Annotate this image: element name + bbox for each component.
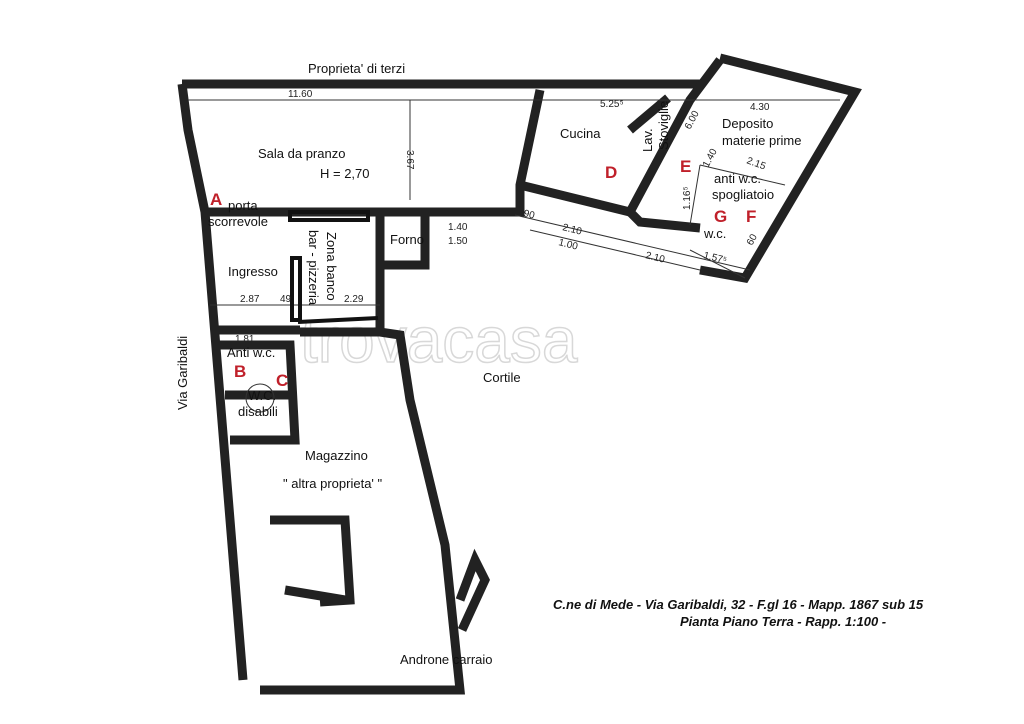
dim: 60	[745, 232, 760, 247]
markers: A B C D E F G	[210, 157, 756, 390]
dim: 5.25⁵	[600, 99, 624, 110]
caption-line-2: Pianta Piano Terra - Rapp. 1:100 -	[680, 614, 886, 629]
label-anti-wc: Anti w.c.	[227, 345, 275, 360]
dim: 1.81	[235, 334, 255, 345]
dim: 49	[280, 294, 292, 305]
label-disabili: disabili	[238, 404, 278, 419]
marker-f: F	[746, 207, 756, 226]
label-cucina: Cucina	[560, 126, 601, 141]
label-wc-disabili: W.C.	[248, 388, 276, 403]
marker-a: A	[210, 190, 222, 209]
dim: 2.29	[344, 294, 364, 305]
dim: 2.87	[240, 294, 260, 305]
walls	[177, 53, 862, 695]
caption-line-1: C.ne di Mede - Via Garibaldi, 32 - F.gl …	[553, 597, 924, 612]
watermark: trovacasa	[300, 304, 578, 376]
dim: 1.40	[701, 147, 720, 170]
marker-d: D	[605, 163, 617, 182]
dim: 4.30	[750, 102, 770, 113]
dim: 1.00	[557, 237, 579, 252]
label-materie: materie prime	[722, 133, 801, 148]
dim: 90	[522, 208, 536, 221]
label-sala-height: H = 2,70	[320, 166, 370, 181]
label-porta: porta	[228, 198, 258, 213]
label-ingresso: Ingresso	[228, 264, 278, 279]
dim: 2.10	[561, 222, 583, 237]
label-wc: w.c.	[703, 226, 726, 241]
label-forno: Forno	[390, 232, 424, 247]
dim: 1.16⁵	[682, 186, 693, 210]
label-anti-spog: anti w.c.	[714, 171, 761, 186]
room-labels: Proprieta' di terzi Sala da pranzo H = 2…	[175, 61, 801, 667]
marker-g: G	[714, 207, 727, 226]
counter	[288, 210, 379, 324]
label-lav: Lav.	[640, 128, 655, 152]
label-stoviglie: Stoviglie	[656, 101, 671, 150]
label-zona2: bar - pizzeria	[306, 230, 321, 306]
label-top-neighbor: Proprieta' di terzi	[308, 61, 405, 76]
label-deposito: Deposito	[722, 116, 773, 131]
dim: 2.10	[644, 250, 666, 265]
label-zona: Zona banco	[324, 232, 339, 301]
label-via: Via Garibaldi	[175, 336, 190, 410]
dim: 1.50	[448, 236, 468, 247]
dim: 1.57⁵	[702, 250, 728, 266]
dim: 50	[704, 266, 718, 279]
marker-b: B	[234, 362, 246, 381]
label-spogliatoio: spogliatoio	[712, 187, 774, 202]
dim: 1.40	[448, 222, 468, 233]
label-sala: Sala da pranzo	[258, 146, 345, 161]
label-scorrevole: scorrevole	[208, 214, 268, 229]
dim: 3.67	[404, 150, 415, 170]
dim: 11.60	[288, 89, 313, 100]
label-androne: Androne carraio	[400, 652, 493, 667]
marker-c: C	[276, 371, 288, 390]
thin-lines	[188, 99, 840, 413]
marker-e: E	[680, 157, 691, 176]
label-magazzino: Magazzino	[305, 448, 368, 463]
label-altra: " altra proprieta' "	[283, 476, 383, 491]
label-cortile: Cortile	[483, 370, 521, 385]
